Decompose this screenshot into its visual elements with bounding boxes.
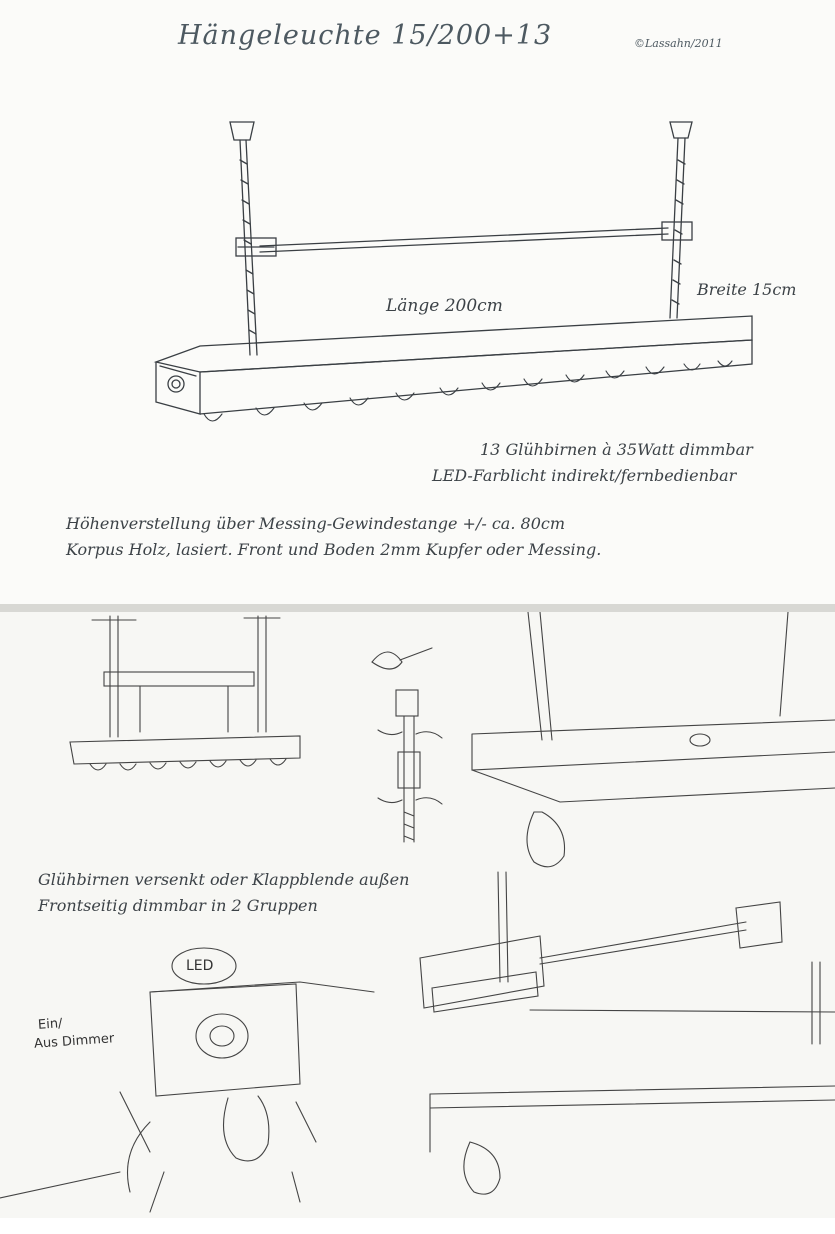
copyright-note: ©Lassahn/2011	[634, 37, 723, 50]
switch-label-line1: Ein/	[37, 1016, 63, 1033]
main-drawing-sheet: Hängeleuchte 15/200+13 ©Lassahn/2011	[0, 0, 835, 604]
bulb-row	[203, 360, 733, 422]
led-box-detail	[0, 947, 375, 1213]
length-label: Länge 200cm	[386, 296, 503, 316]
bulb-mount-note: Glühbirnen versenkt oder Klappblende auß…	[38, 870, 410, 889]
wing-nut-detail	[371, 647, 443, 843]
right-threaded-rod	[669, 137, 686, 319]
width-label: Breite 15cm	[697, 280, 797, 299]
height-adjustment-note: Höhenverstellung über Messing-Gewindesta…	[66, 514, 566, 533]
detail-sketches	[0, 612, 835, 1213]
page-title: Hängeleuchte 15/200+13	[178, 20, 553, 51]
pendant-lamp-drawing	[153, 121, 753, 422]
small-lamp-sketch	[69, 615, 301, 771]
led-spec: LED-Farblicht indirekt/fernbedienbar	[432, 466, 737, 485]
lamp-body	[153, 315, 753, 415]
dimming-note: Frontseitig dimmbar in 2 Gruppen	[38, 896, 318, 915]
detail-sketch-sheet: Glühbirnen versenkt oder Klappblende auß…	[0, 612, 835, 1218]
body-material-note: Korpus Holz, lasiert. Front und Boden 2m…	[66, 540, 602, 559]
rod-clamp-sketch	[419, 871, 835, 1195]
sheet-separator	[0, 604, 835, 612]
led-tag: LED	[186, 958, 214, 974]
bulbs-spec: 13 Glühbirnen à 35Watt dimmbar	[480, 440, 753, 459]
perspective-box-sketch	[471, 612, 835, 868]
right-ceiling-cup	[669, 121, 693, 139]
cross-bar	[235, 221, 693, 257]
left-ceiling-cup	[229, 121, 255, 141]
